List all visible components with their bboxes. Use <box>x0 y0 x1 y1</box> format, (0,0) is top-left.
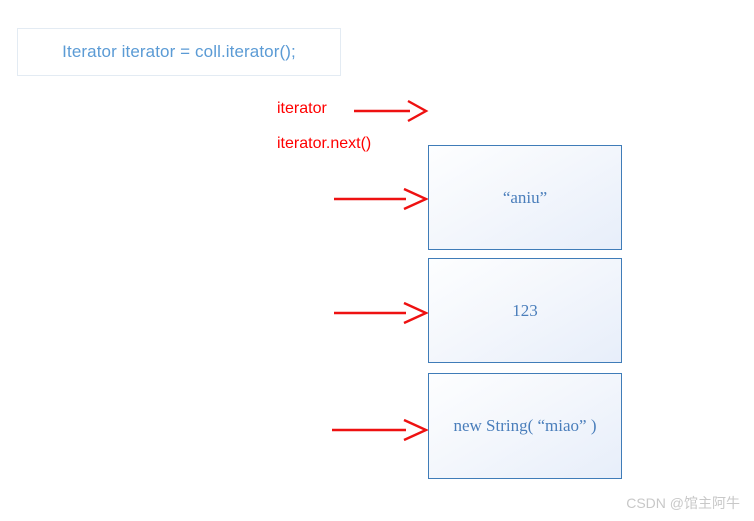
collection-element-box: 123 <box>428 258 622 363</box>
watermark: CSDN @馆主阿牛 <box>626 495 740 511</box>
iterator-next-label: iterator.next() <box>277 135 372 152</box>
collection-element-text: new String( “miao” ) <box>453 416 597 435</box>
code-declaration-text: Iterator iterator = coll.iterator(); <box>62 42 296 61</box>
collection-element-box: new String( “miao” ) <box>428 373 622 479</box>
collection-element-text: “aniu” <box>502 187 548 207</box>
iterator-label: iterator <box>277 100 327 117</box>
collection-element-text: 123 <box>512 300 538 320</box>
next-arrow-element-2 <box>334 301 429 325</box>
collection-element-box: “aniu” <box>428 145 622 250</box>
next-arrow-element-3 <box>332 418 429 442</box>
iterator-pointer-arrow <box>354 99 429 123</box>
code-declaration-box: Iterator iterator = coll.iterator(); <box>17 28 341 76</box>
next-arrow-element-1 <box>334 187 429 211</box>
